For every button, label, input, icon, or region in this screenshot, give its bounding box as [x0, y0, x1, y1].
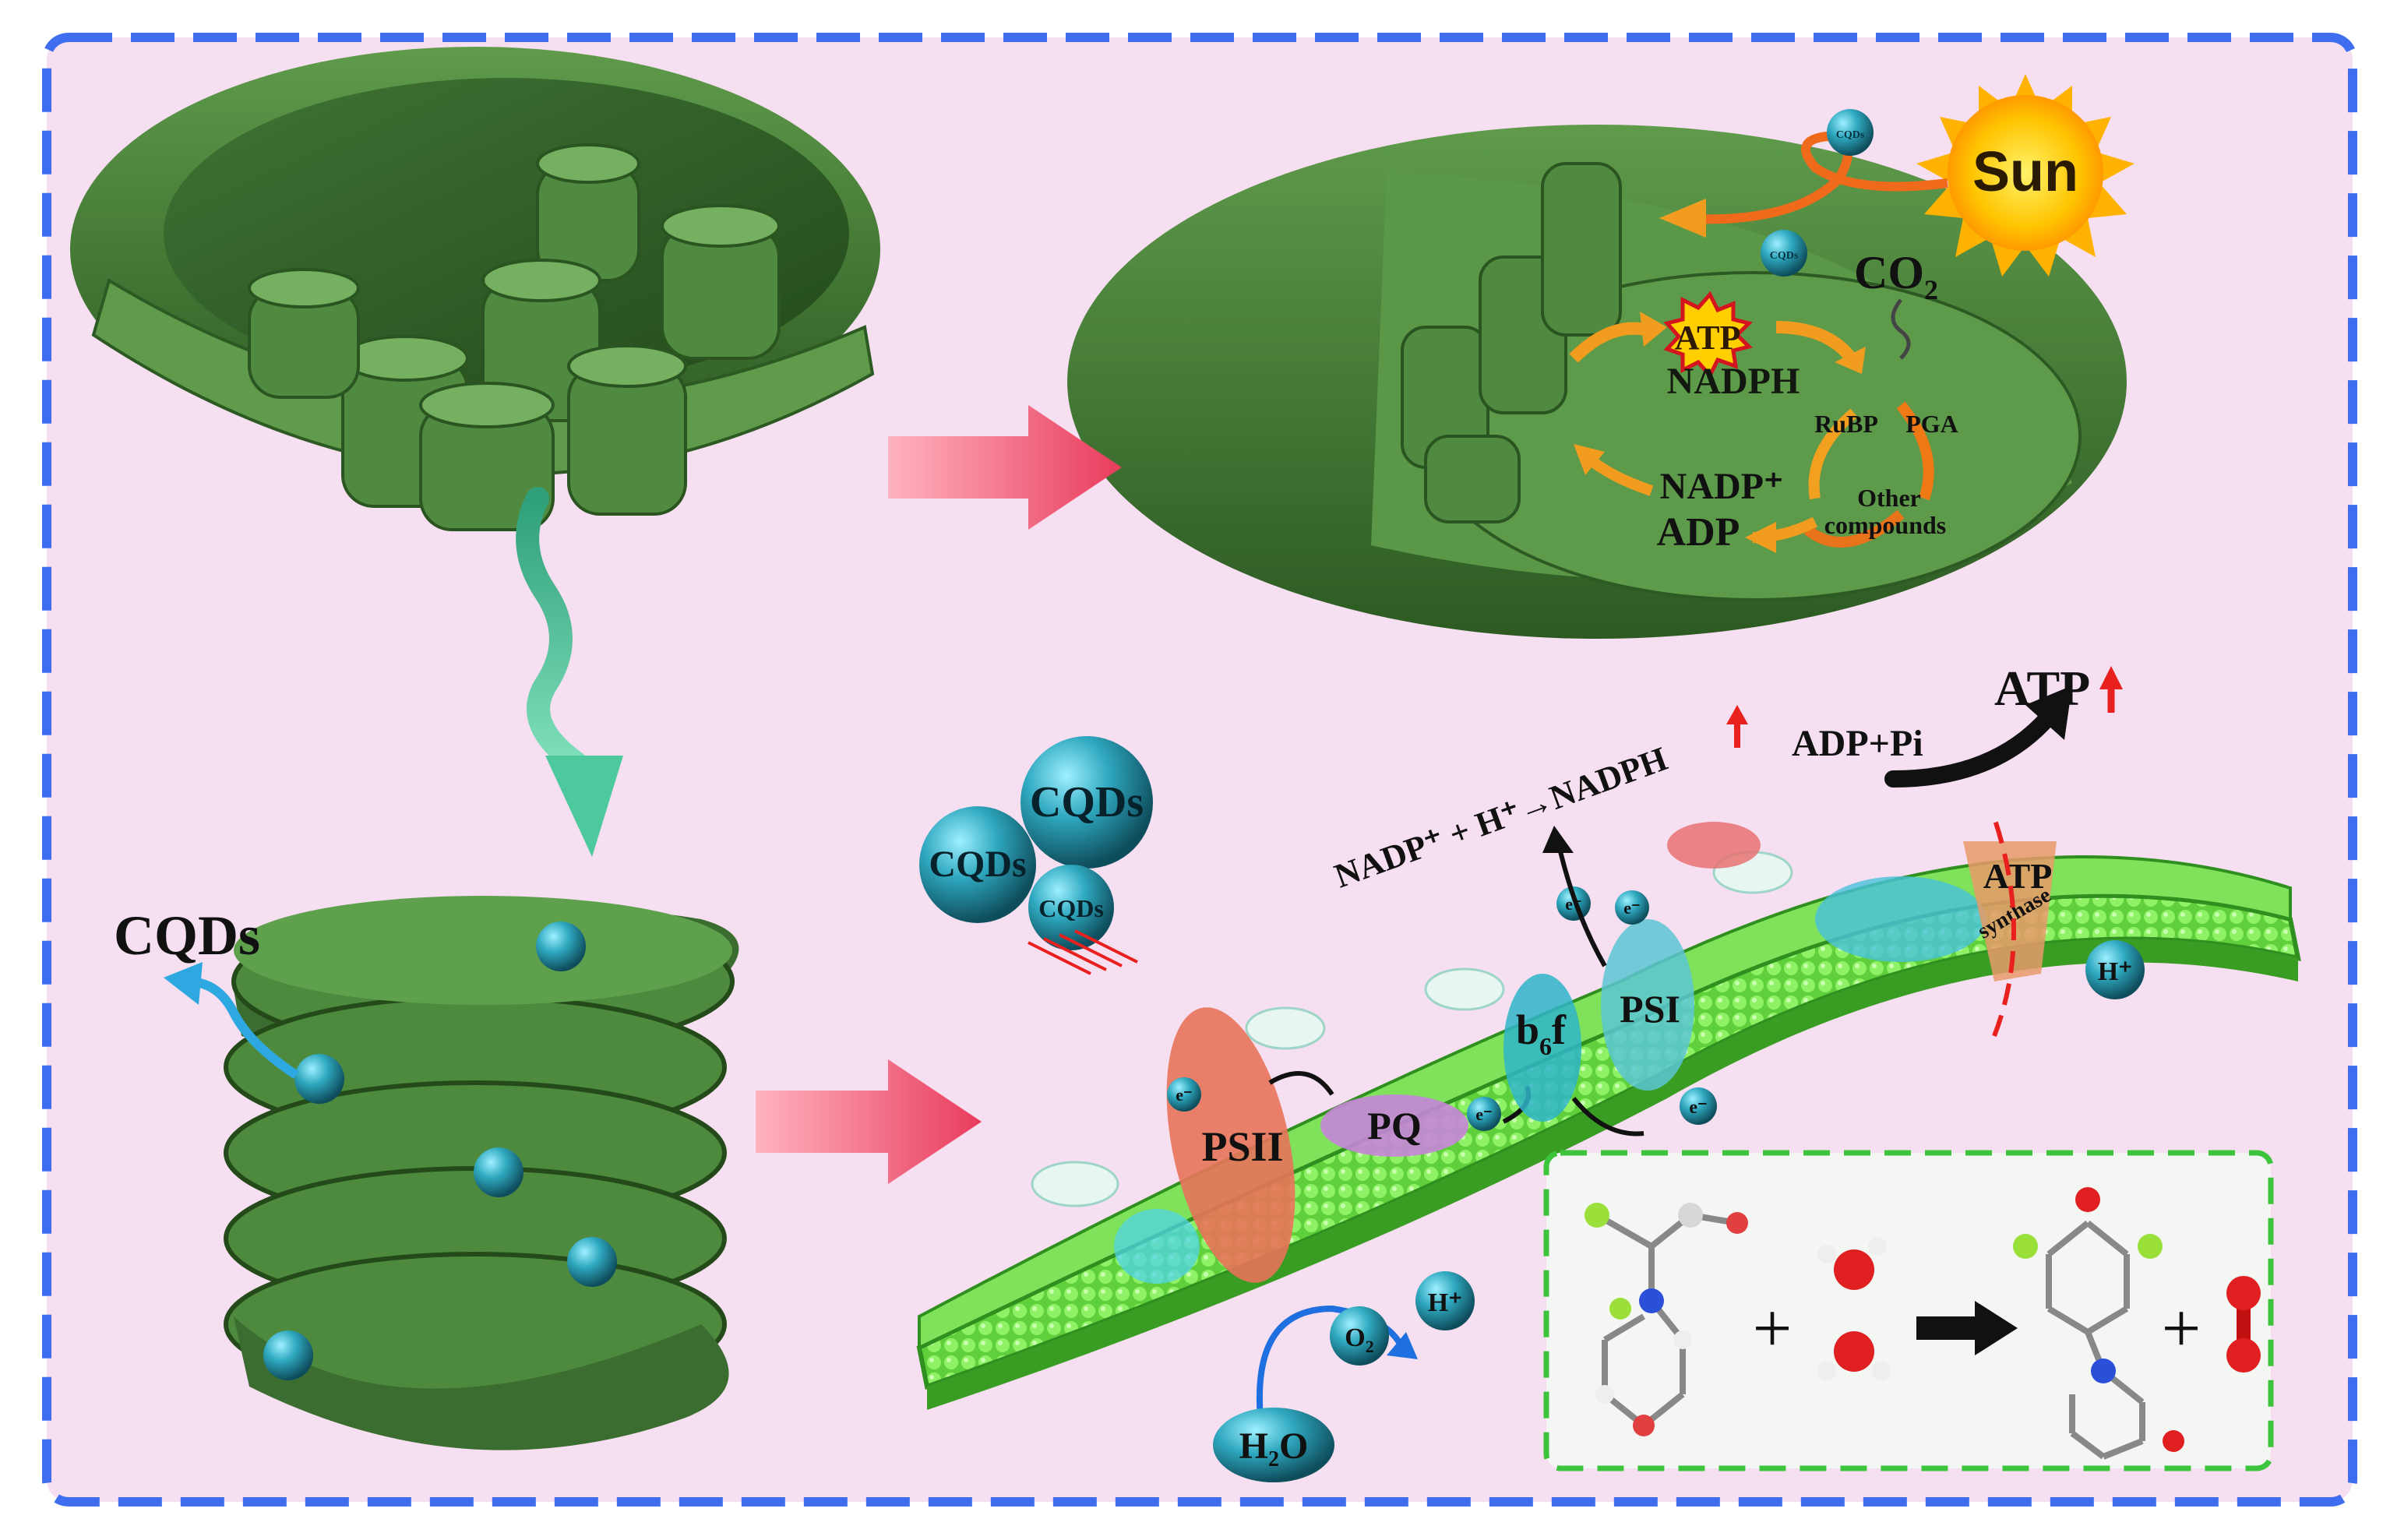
reaction-inset: +: [1543, 1150, 2274, 1471]
atp-synthase: ATP synthase: [1815, 817, 2057, 1038]
arrow-psi-up: [1556, 840, 1607, 967]
water-molecule-1: [1817, 1237, 1887, 1290]
chloroplast-left: [70, 47, 880, 531]
b6f-complex: b6f: [1503, 974, 1581, 1122]
svg-text:CQDs: CQDs: [1030, 778, 1144, 826]
svg-text:CQDs: CQDs: [929, 844, 1026, 885]
sun-icon: Sun: [1916, 74, 2134, 277]
h-plus-atp: H⁺: [2085, 940, 2145, 999]
svg-text:H⁺: H⁺: [1428, 1288, 1462, 1317]
cqd-dot-coil-3: [474, 1147, 523, 1197]
chloroplast-right: [1067, 125, 2127, 639]
h-plus-water: H⁺: [1415, 1271, 1475, 1330]
svg-text:ATP: ATP: [1983, 856, 2053, 896]
light-rays: [1028, 929, 1138, 975]
membrane-protein-bumps: [1031, 851, 1793, 1207]
nadph-label: NADPH: [1667, 361, 1800, 402]
svg-text:H2O: H2O: [1239, 1425, 1309, 1471]
svg-text:CQDs: CQDs: [1770, 250, 1799, 262]
atp-burst-icon: [1663, 291, 1753, 379]
nadp-plus-label: NADP⁺: [1660, 466, 1784, 507]
svg-text:e⁻: e⁻: [1689, 1098, 1707, 1118]
atp-label: ATP: [1675, 319, 1741, 357]
cqd-large-1: CQDs: [1021, 736, 1153, 869]
calvin-cycle: ATP NADPH RuBP PGA Other compounds NADP⁺…: [1569, 291, 1958, 555]
b6f-label: b6f: [1516, 1006, 1567, 1060]
adp-label: ADP: [1657, 510, 1740, 555]
arrow-down-green: [516, 487, 623, 857]
arrow-top: [888, 405, 1122, 530]
electron-b6f-out: e⁻: [1680, 1087, 1717, 1125]
co2-label: CO2: [1854, 247, 1938, 305]
pq-label: PQ: [1367, 1104, 1421, 1147]
electron-psii: e⁻: [1167, 1077, 1201, 1112]
other-label: Other: [1857, 484, 1921, 512]
cqds-coil-label: CQDs: [114, 904, 260, 967]
outer-dashed-frame: [42, 33, 2357, 1507]
pga-label: PGA: [1905, 410, 1958, 438]
cqd-dot-coil-2: [294, 1054, 344, 1104]
reaction-arrow: [1916, 1301, 2018, 1355]
svg-text:e⁻: e⁻: [1475, 1105, 1492, 1124]
svg-text:CQDs: CQDs: [1038, 894, 1104, 922]
compounds-label: compounds: [1824, 511, 1947, 539]
cqd-dot-coil-4: [567, 1237, 617, 1287]
cqd-dot-top-2: CQDs: [1761, 230, 1807, 277]
sun-label: Sun: [1972, 141, 2078, 203]
o2-molecule: O2: [1330, 1306, 1389, 1366]
svg-text:O2: O2: [1345, 1323, 1373, 1356]
atp-curve-arrow: [1884, 708, 2057, 788]
adp-pi-label: ADP+Pi: [1792, 723, 1923, 764]
arrow-b6f-down: [1571, 1097, 1644, 1136]
psi-complex: PSI: [1601, 919, 1694, 1091]
oxygen-molecule: [2226, 1276, 2261, 1373]
cqd-dot-top-1: CQDs: [1827, 109, 1874, 156]
membrane-red-blob: [1667, 822, 1761, 869]
psi-label: PSI: [1620, 987, 1680, 1031]
cqd-release-arrow: [186, 977, 299, 1079]
svg-text:e⁻: e⁻: [1176, 1085, 1192, 1105]
rubp-label: RuBP: [1814, 410, 1878, 438]
arrow-psii-to-pq: [1268, 1071, 1334, 1096]
cqd-dot-coil-5: [263, 1330, 313, 1380]
atp-top-label: ATP: [1994, 661, 2090, 716]
arrow-bottom: [756, 1059, 982, 1184]
svg-text:H⁺: H⁺: [2098, 957, 2132, 986]
inset-plus-2: +: [2162, 1290, 2201, 1367]
electron-pq: e⁻: [1467, 1097, 1501, 1131]
co2-squiggle: [1891, 298, 1911, 360]
cqd-large-3: CQDs: [1028, 865, 1114, 950]
cqd-dot-coil-1: [536, 922, 586, 971]
cqd-large-2: CQDs: [919, 806, 1036, 923]
h2o-molecule: H2O: [1213, 1408, 1334, 1482]
psii-label: PSII: [1201, 1123, 1283, 1170]
psii-complex: PSII: [1114, 1007, 1295, 1284]
sunlight-arrow-head: [1659, 199, 1706, 238]
svg-text:CQDs: CQDs: [1836, 129, 1865, 141]
inset-plus-1: +: [1753, 1290, 1793, 1367]
svg-text:e⁻: e⁻: [1623, 898, 1640, 918]
water-molecule-2: [1817, 1331, 1891, 1380]
pq-complex: PQ: [1320, 1094, 1468, 1157]
electron-psi: e⁻: [1615, 890, 1649, 925]
